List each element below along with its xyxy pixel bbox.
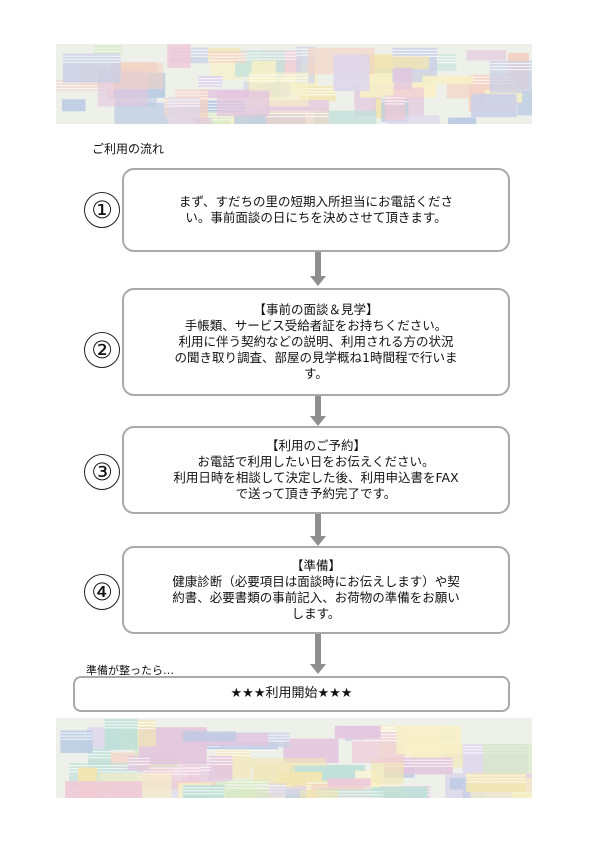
step-3-line: 利用日時を相談して決定した後、利用申込書をFAX <box>173 470 459 485</box>
start-of-use-box: ★★★利用開始★★★ <box>73 676 510 712</box>
step-3-heading: 【利用のご予約】 <box>265 438 366 453</box>
step-3-line: お電話で利用したい日をお伝えください。 <box>197 454 435 469</box>
step-2-heading: 【事前の面談＆見学】 <box>253 302 379 317</box>
step-box-2: 【事前の面談＆見学】 手帳類、サービス受給者証をお持ちください。 利用に伴う契約… <box>122 288 510 396</box>
step-box-1: まず、すだちの里の短期入所担当にお電話くださ い。事前面談の日にちを決めさせて頂… <box>122 168 510 252</box>
step-box-3: 【利用のご予約】 お電話で利用したい日をお伝えください。 利用日時を相談して決定… <box>122 426 510 514</box>
section-title: ご利用の流れ <box>92 142 165 156</box>
step-1-line: まず、すだちの里の短期入所担当にお電話くださ <box>178 194 454 209</box>
step-2-line: 手帳類、サービス受給者証をお持ちください。 <box>184 318 448 333</box>
step-number-1: ① <box>84 192 120 228</box>
flow-arrow <box>310 514 326 546</box>
step-1-line: い。事前面談の日にちを決めさせて頂きます。 <box>185 210 447 225</box>
flow-arrow <box>310 634 326 676</box>
step-number-2: ② <box>84 332 120 368</box>
step-2-line: の聞き取り調査、部屋の見学概ね1時間程で行いま <box>174 350 458 365</box>
step-box-4: 【準備】 健康診断（必要項目は面談時にお伝えします）や契 約書、必要書類の事前記… <box>122 546 510 634</box>
step-number-3: ③ <box>84 454 120 490</box>
step-4-heading: 【準備】 <box>290 558 341 573</box>
flow-arrow <box>310 252 326 286</box>
step-2-line: 利用に伴う契約などの説明、利用される方の状況 <box>178 334 454 349</box>
flow-arrow <box>310 396 326 426</box>
step-4-line: します。 <box>291 606 341 621</box>
decorative-banner-bottom <box>56 718 532 798</box>
decorative-banner-top <box>56 44 532 124</box>
after-preparation-note: 準備が整ったら… <box>86 664 174 677</box>
step-4-line: 健康診断（必要項目は面談時にお伝えします）や契 <box>172 574 460 589</box>
step-2-line: す。 <box>304 366 328 381</box>
step-number-4: ④ <box>84 574 120 610</box>
step-4-line: 約書、必要書類の事前記入、お荷物の準備をお願い <box>172 590 460 605</box>
step-3-line: で送って頂き予約完了です。 <box>235 486 397 501</box>
